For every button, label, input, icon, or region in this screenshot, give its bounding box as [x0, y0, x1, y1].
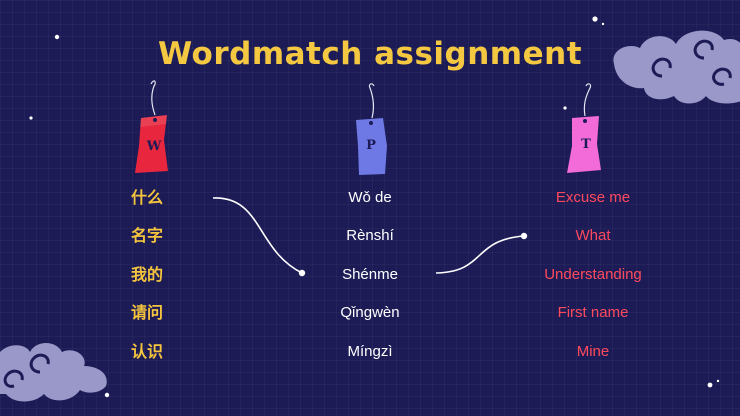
cloud-bottom-left-icon	[0, 343, 107, 402]
pinyin-word[interactable]: Shénme	[342, 266, 398, 283]
star-icon	[104, 392, 110, 398]
pinyin-word[interactable]: Rènshí	[346, 227, 394, 244]
english-word[interactable]: What	[575, 227, 611, 244]
star-icon	[716, 379, 720, 383]
star-icon	[54, 34, 60, 40]
star-icon	[707, 382, 713, 388]
pinyin-word[interactable]: Qǐngwèn	[340, 304, 400, 321]
chinese-word[interactable]: 请问	[130, 303, 163, 322]
chinese-word[interactable]: 名字	[130, 226, 163, 245]
tag-t-icon	[567, 83, 601, 173]
english-word[interactable]: Excuse me	[555, 189, 631, 206]
star-icon	[592, 16, 598, 22]
chinese-word[interactable]: 什么	[130, 188, 163, 207]
star-icon	[29, 116, 33, 120]
star-icon	[563, 106, 567, 110]
tag-w-letter: W	[146, 139, 162, 154]
tag-p-icon	[356, 83, 387, 175]
english-column: Excuse me What Understanding First name …	[493, 0, 693, 416]
chinese-word[interactable]: 我的	[130, 265, 163, 284]
tag-p-letter: P	[366, 138, 376, 153]
chinese-word[interactable]: 认识	[130, 342, 163, 361]
tag-t-letter: T	[581, 137, 591, 152]
cloud-top-right-icon	[613, 30, 740, 104]
pinyin-column: Wǒ de Rènshí Shénme Qǐngwèn Míngzì	[270, 0, 470, 416]
pinyin-word[interactable]: Wǒ de	[348, 189, 392, 206]
pinyin-word[interactable]: Míngzì	[347, 343, 393, 360]
english-word[interactable]: First name	[557, 304, 629, 321]
star-icon	[601, 22, 605, 26]
match-line-1	[212, 197, 306, 277]
stars	[29, 16, 720, 398]
match-line-2	[435, 232, 528, 274]
english-word[interactable]: Understanding	[544, 266, 642, 283]
page-title: Wordmatch assignment	[157, 36, 583, 72]
chinese-column: 什么 名字 我的 请问 认识	[47, 0, 247, 416]
english-word[interactable]: Mine	[576, 343, 610, 360]
tag-w-icon	[135, 80, 168, 173]
